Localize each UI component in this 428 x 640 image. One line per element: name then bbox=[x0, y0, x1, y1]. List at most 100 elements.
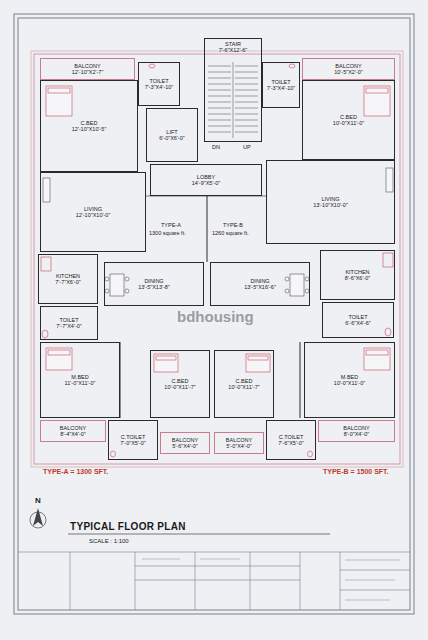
partition-wall bbox=[300, 342, 301, 418]
room-name: KITCHEN bbox=[345, 269, 369, 275]
unit-summary: TYPE-A = 1300 SFT. bbox=[42, 468, 109, 476]
room-name: C.BED bbox=[236, 378, 253, 384]
room-dimension: 8'-4"X4'-0" bbox=[60, 431, 86, 437]
unit-type: TYPE-A bbox=[160, 222, 182, 228]
room-box: KITCHEN7'-7"X6'-0" bbox=[38, 254, 98, 304]
room-box: M.BED10'-0"X11'-0" bbox=[304, 342, 395, 418]
stair-room: STAIR7'-6"X12'-6" bbox=[204, 38, 262, 142]
room-box: C.BED10'-0"X11'-0" bbox=[302, 80, 395, 160]
room-dimension: 13'-10"X10'-0" bbox=[313, 202, 348, 208]
north-mark: N bbox=[34, 497, 42, 506]
title-block-scribble bbox=[142, 559, 400, 600]
room-box: LOBBY14'-9"X5'-0" bbox=[150, 164, 262, 196]
room-name: LIVING bbox=[84, 206, 102, 212]
watermark: bdhousing bbox=[176, 309, 255, 326]
room-name: LIVING bbox=[321, 196, 339, 202]
balcony-room: BALCONY12'-10"X2'-7" bbox=[40, 58, 135, 80]
room-name: M.BED bbox=[341, 374, 358, 380]
room-dimension: 10'-0"X11'-7" bbox=[228, 384, 259, 390]
scale-note: SCALE : 1:100 bbox=[88, 538, 130, 545]
room-box: C.TOILET7'-6"X5'-0" bbox=[266, 420, 316, 460]
room-dimension: 10'-0"X11'-0" bbox=[333, 120, 364, 126]
unit-type: TYPE-B bbox=[222, 222, 244, 228]
room-box: KITCHEN8'-6"X6'-0" bbox=[320, 250, 395, 300]
room-name: TOILET bbox=[149, 78, 168, 84]
room-box: LIVING13'-10"X10'-0" bbox=[266, 160, 395, 244]
room-dimension: 5'-0"X4'-0" bbox=[226, 443, 252, 449]
room-box: LIFT6'-0"X6'-0" bbox=[146, 108, 198, 162]
room-box: C.BED10'-0"X11'-7" bbox=[150, 350, 210, 418]
room-name: BALCONY bbox=[343, 425, 369, 431]
room-name: C.BED bbox=[81, 120, 98, 126]
title-underline bbox=[68, 534, 330, 535]
room-name: M.BED bbox=[71, 374, 88, 380]
room-name: KITCHEN bbox=[56, 273, 80, 279]
title-block bbox=[18, 552, 410, 610]
room-name: TOILET bbox=[59, 317, 78, 323]
partition-wall bbox=[207, 196, 208, 262]
room-box: C.BED10'-0"X11'-7" bbox=[214, 350, 274, 418]
room-box: TOILET7'-3"X4'-10" bbox=[262, 62, 300, 108]
room-box: TOILET6'-6"X4'-6" bbox=[322, 302, 394, 338]
room-dimension: 12'-10"X2'-7" bbox=[72, 69, 104, 75]
sheet-frame bbox=[18, 18, 410, 610]
room-name: BALCONY bbox=[74, 63, 100, 69]
room-box: DINING13'-5"X13'-8" bbox=[104, 262, 204, 306]
room-name: TOILET bbox=[271, 79, 290, 85]
room-name: BALCONY bbox=[172, 437, 198, 443]
room-dimension: 8'-0"X4'-0" bbox=[344, 431, 370, 437]
balcony-room: BALCONY5'-0"X4'-0" bbox=[214, 432, 264, 454]
room-dimension: 11'-0"X11'-0" bbox=[65, 380, 96, 386]
stair-direction: DN bbox=[211, 144, 221, 150]
dining-table bbox=[105, 274, 309, 296]
room-dimension: 7'-3"X4'-10" bbox=[145, 84, 174, 90]
room-box: TOILET7'-7"X4'-0" bbox=[40, 306, 98, 340]
sheet-frame bbox=[14, 14, 414, 614]
balcony-room: BALCONY5'-6"X4'-0" bbox=[160, 432, 210, 454]
balcony-room: BALCONY8'-4"X4'-0" bbox=[40, 420, 106, 442]
room-dimension: 7'-6"X12'-6" bbox=[219, 47, 248, 53]
room-name: DINING bbox=[250, 278, 269, 284]
room-box: DINING13'-5"X16'-6" bbox=[210, 262, 310, 306]
room-dimension: 7'-7"X4'-0" bbox=[56, 323, 82, 329]
sofa bbox=[43, 168, 393, 202]
north-arrow bbox=[30, 508, 46, 528]
room-dimension: 14'-9"X5'-0" bbox=[192, 180, 221, 186]
room-box: TOILET7'-3"X4'-10" bbox=[138, 62, 180, 106]
drawing-title: TYPICAL FLOOR PLAN bbox=[70, 521, 186, 532]
room-name: BALCONY bbox=[226, 437, 252, 443]
room-dimension: 8'-6"X6'-0" bbox=[345, 275, 371, 281]
room-dimension: 13'-5"X16'-6" bbox=[244, 284, 276, 290]
room-dimension: 10'-0"X11'-0" bbox=[334, 380, 365, 386]
room-dimension: 5'-6"X4'-0" bbox=[172, 443, 198, 449]
room-dimension: 12'-10"X10'-5" bbox=[72, 126, 107, 132]
fixture bbox=[41, 64, 393, 457]
room-box: LIVING12'-10"X10'-0" bbox=[40, 172, 146, 252]
unit-area: 1300 square ft. bbox=[148, 230, 187, 236]
room-dimension: 10'-0"X11'-7" bbox=[164, 384, 195, 390]
room-name: C.TOILET bbox=[121, 434, 146, 440]
room-dimension: 6'-0"X6'-0" bbox=[159, 135, 185, 141]
room-name: LOBBY bbox=[197, 174, 215, 180]
room-dimension: 7'-7"X6'-0" bbox=[55, 279, 81, 285]
room-name: C.BED bbox=[340, 114, 357, 120]
building-outline bbox=[31, 51, 403, 467]
room-name: LIFT bbox=[166, 129, 177, 135]
room-name: DINING bbox=[144, 278, 163, 284]
room-dimension: 6'-6"X4'-6" bbox=[345, 320, 371, 326]
stair-direction: UP bbox=[242, 144, 252, 150]
room-box: C.BED12'-10"X10'-5" bbox=[40, 80, 138, 172]
room-name: C.BED bbox=[172, 378, 189, 384]
unit-summary: TYPE-B = 1500 SFT. bbox=[322, 468, 390, 476]
balcony-room: BALCONY10'-5"X2'-0" bbox=[302, 58, 395, 80]
room-dimension: 13'-5"X13'-8" bbox=[138, 284, 170, 290]
room-box: M.BED11'-0"X11'-0" bbox=[40, 342, 120, 418]
room-box: C.TOILET7'-0"X5'-0" bbox=[108, 420, 158, 460]
room-dimension: 12'-10"X10'-0" bbox=[76, 212, 111, 218]
building-outline bbox=[34, 54, 400, 464]
room-name: BALCONY bbox=[60, 425, 86, 431]
room-dimension: 10'-5"X2'-0" bbox=[334, 69, 363, 75]
room-name: BALCONY bbox=[335, 63, 361, 69]
unit-area: 1260 square ft. bbox=[211, 230, 250, 236]
room-dimension: 7'-3"X4'-10" bbox=[267, 85, 296, 91]
